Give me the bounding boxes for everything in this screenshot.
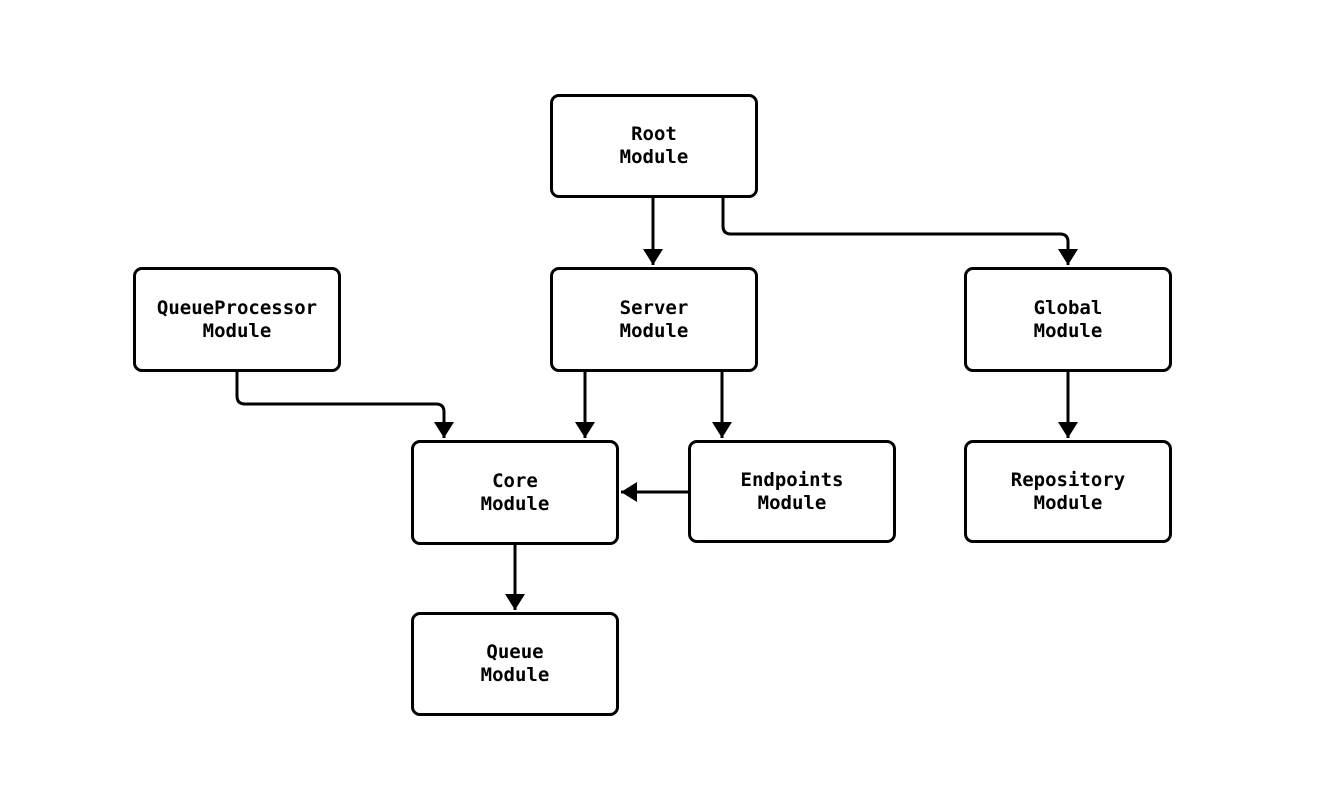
node-label-line: Module — [202, 319, 272, 342]
node-label-line: Global — [1033, 296, 1103, 319]
node-label-line: Module — [619, 146, 689, 168]
node-label-line: Module — [480, 664, 550, 686]
node-label-line: Endpoints — [740, 468, 844, 491]
node-label-line: Core — [492, 469, 538, 492]
edge-queueprocessor-to-core — [235, 372, 454, 438]
node-label-line: Server — [619, 296, 689, 319]
node-label-line: Module — [480, 492, 550, 515]
node-label-line: Repository — [1010, 468, 1126, 491]
node-label-line: Module — [619, 319, 689, 342]
node-label-line: Queue — [486, 641, 544, 663]
node-label-line: Module — [1033, 491, 1103, 514]
node-label-line: QueueProcessor — [156, 296, 318, 319]
node-label-line: Module — [1033, 319, 1103, 342]
edge-root-to-global — [721, 198, 1078, 265]
node-label-line: Root — [631, 123, 677, 145]
node-label-line: Module — [757, 491, 827, 514]
